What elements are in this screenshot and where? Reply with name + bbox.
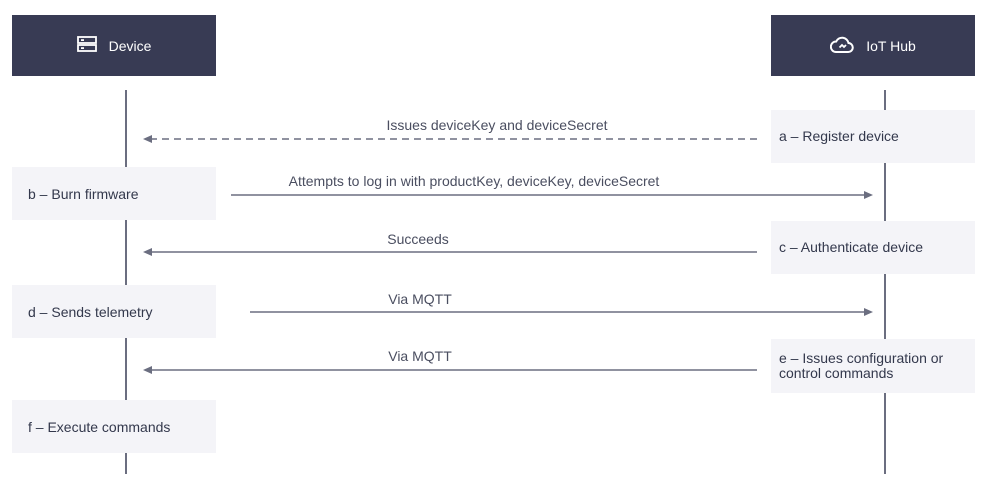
iot-hub-header: IoT Hub xyxy=(771,15,975,76)
step-f-label: f – Execute commands xyxy=(28,418,171,435)
server-icon xyxy=(76,36,97,55)
arrowhead-telemetry xyxy=(864,308,873,316)
arrowhead-issues-keys xyxy=(143,135,152,143)
step-e-label: e – Issues configuration or control comm… xyxy=(779,350,944,381)
message-label-succeeds: Succeeds xyxy=(387,231,449,247)
message-label-via-mqtt-down: Via MQTT xyxy=(388,348,452,364)
step-c-label: c – Authenticate device xyxy=(779,239,923,255)
message-label-via-mqtt-up: Via MQTT xyxy=(388,291,452,307)
step-e-issues-commands: e – Issues configuration or control comm… xyxy=(771,339,975,393)
step-d-label: d – Sends telemetry xyxy=(28,303,153,320)
arrowhead-commands xyxy=(143,366,152,374)
step-d-sends-telemetry: d – Sends telemetry xyxy=(12,285,216,338)
device-header: Device xyxy=(12,15,216,76)
step-b-label: b – Burn firmware xyxy=(28,185,139,202)
cloud-icon xyxy=(830,34,854,57)
message-label-issues-keys: Issues deviceKey and deviceSecret xyxy=(386,117,608,133)
arrowhead-login-attempt xyxy=(864,191,873,199)
step-a-label: a – Register device xyxy=(779,128,899,144)
device-header-label: Device xyxy=(108,37,152,54)
device-lifeline xyxy=(125,90,127,474)
iot-hub-header-label: IoT Hub xyxy=(866,37,916,54)
arrowhead-succeeds xyxy=(143,248,152,256)
step-c-authenticate-device: c – Authenticate device xyxy=(771,221,975,274)
step-a-register-device: a – Register device xyxy=(771,110,975,163)
message-label-login-attempt: Attempts to log in with productKey, devi… xyxy=(288,173,660,189)
iot-hub-lifeline xyxy=(884,90,886,474)
step-b-burn-firmware: b – Burn firmware xyxy=(12,167,216,220)
step-f-execute-commands: f – Execute commands xyxy=(12,400,216,453)
